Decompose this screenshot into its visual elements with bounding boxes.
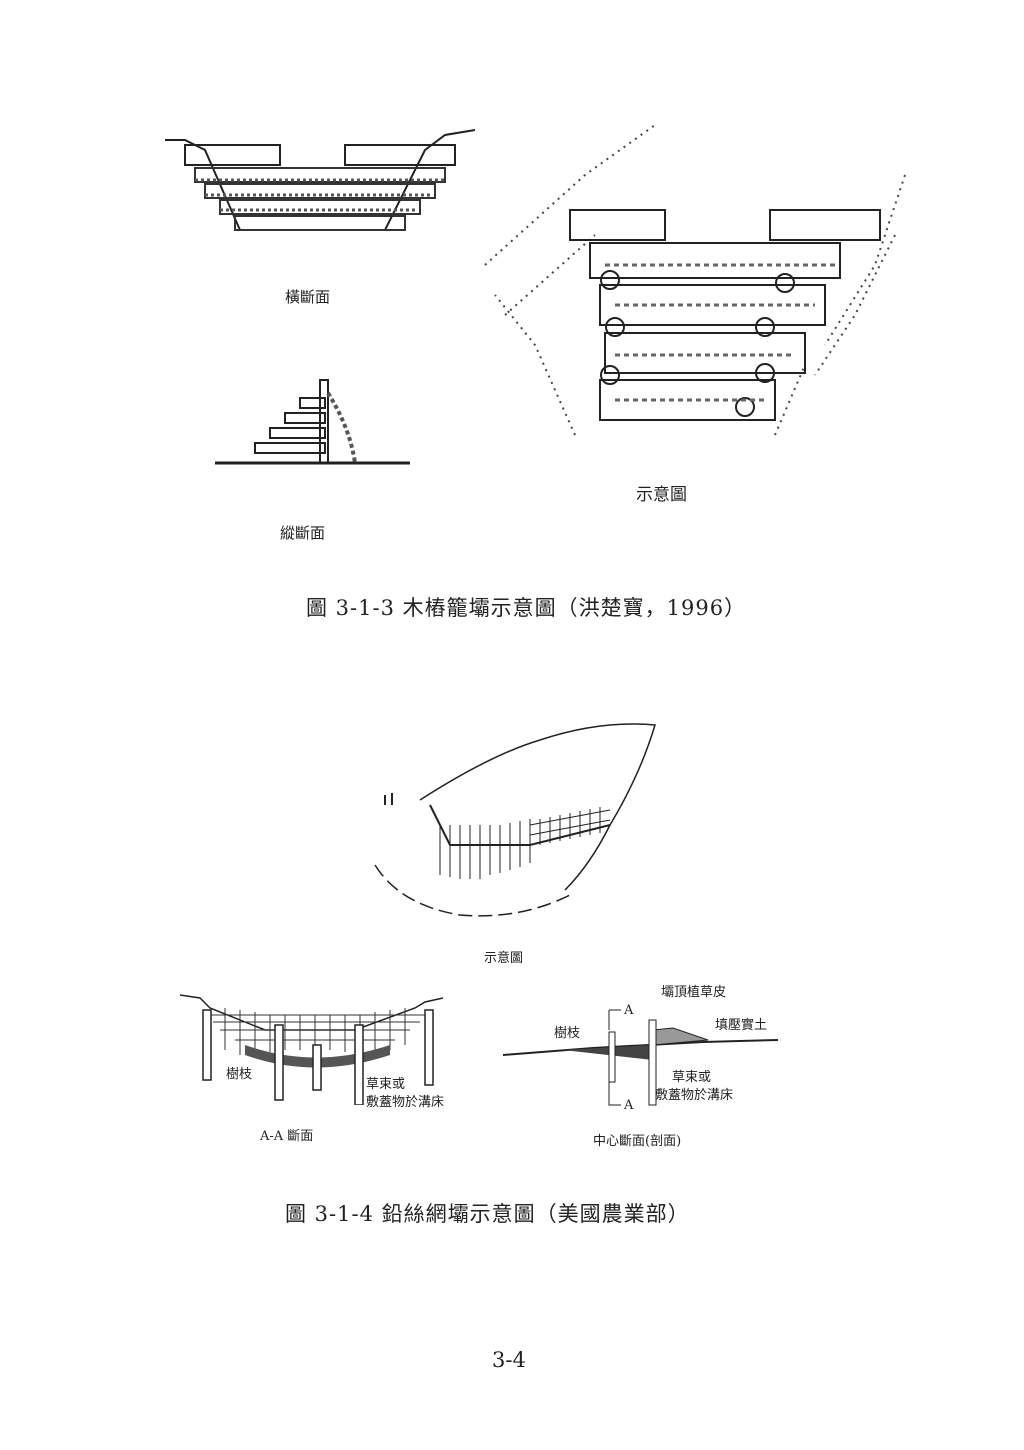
- longitudinal-section-label: 縱斷面: [280, 524, 326, 542]
- center-fill-label: 填壓實土: [715, 1018, 768, 1033]
- aa-section-drawing: [179, 994, 444, 1105]
- section-mark-a-top: A: [624, 1003, 634, 1018]
- aa-straw-label-line2: 敷蓋物於溝床: [366, 1095, 445, 1110]
- longitudinal-section-drawing: [215, 379, 410, 465]
- page-number: 3-4: [492, 1348, 526, 1372]
- cross-section-label: 橫斷面: [285, 288, 331, 306]
- wire-mesh-dam-schematic-drawing: [374, 723, 656, 917]
- center-section-title: 中心斷面(剖面): [593, 1134, 682, 1149]
- aa-section-title: A-A 斷面: [260, 1129, 314, 1144]
- figure-caption-3-1-4: 圖 3-1-4 鉛絲網壩示意圖（美國農業部）: [285, 1202, 690, 1226]
- center-straw-label-line2: 敷蓋物於溝床: [655, 1088, 734, 1103]
- aa-straw-label-line1: 草束或: [366, 1077, 406, 1092]
- crib-dam-schematic-drawing: [484, 124, 906, 436]
- aa-branches-label: 樹枝: [226, 1067, 253, 1082]
- center-turf-label: 壩頂植草皮: [661, 985, 727, 1000]
- figure-caption-3-1-3: 圖 3-1-3 木樁籠壩示意圖（洪楚寶，1996）: [306, 596, 747, 620]
- schematic-label-1: 示意圖: [636, 485, 687, 505]
- section-mark-a-bottom: A: [624, 1098, 634, 1113]
- center-section-drawing: [503, 1009, 779, 1106]
- center-branches-label: 樹枝: [554, 1026, 581, 1041]
- schematic-label-2: 示意圖: [484, 951, 524, 966]
- center-straw-label-line1: 草束或: [672, 1070, 712, 1085]
- cross-section-drawing: [165, 129, 476, 231]
